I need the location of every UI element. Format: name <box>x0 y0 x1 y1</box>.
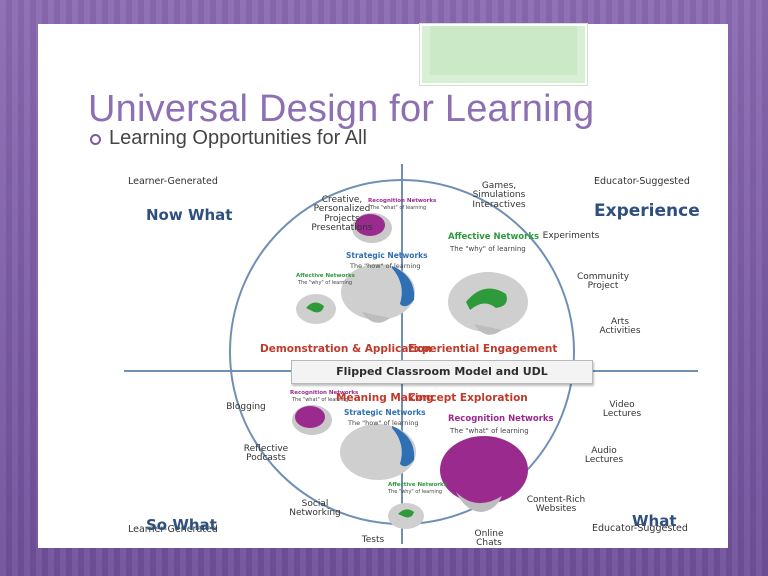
network-label-bl-affective: Affective Networks <box>388 482 447 488</box>
network-label-bl-strategic: Strategic Networks <box>344 408 426 417</box>
slide-title: Universal Design for Learning <box>88 88 595 130</box>
slide: Universal Design for Learning Learning O… <box>38 24 728 548</box>
corner-label-bottom-right: Educator-Suggested <box>592 523 688 534</box>
network-label-br-recognition: Recognition Networks <box>448 414 554 424</box>
bullet-item: Learning Opportunities for All <box>90 127 367 150</box>
activity-reflective-podcasts: Reflective Podcasts <box>243 444 289 464</box>
activity-experiments: Experiments <box>542 231 600 241</box>
activity-games: Games, Simulations Interactives <box>472 181 526 210</box>
network-sub-bl-recognition: The "what" of learning <box>292 397 349 403</box>
phase-experiential-engagement: Experiential Engagement <box>408 343 558 355</box>
activity-blogging: Blogging <box>226 402 266 412</box>
activity-arts: Arts Activities <box>599 317 641 337</box>
brain-icon-tl-strategic <box>341 264 415 323</box>
decorative-green-box <box>420 24 587 85</box>
network-sub-bl-affective: The "why" of learning <box>388 489 443 495</box>
slide-subtitle: Learning Opportunities for All <box>109 127 367 149</box>
activity-online-chats: Online Chats <box>474 529 504 549</box>
quadrant-experience: Experience <box>594 201 700 221</box>
network-label-tl-strategic: Strategic Networks <box>346 251 428 260</box>
network-sub-tl-recognition: The "what" of learning <box>370 205 427 211</box>
center-band-flipped-classroom: Flipped Classroom Model and UDL <box>291 360 593 384</box>
phase-demonstration-application: Demonstration & Application <box>260 343 432 355</box>
corner-label-bottom-left: Learner-Generated <box>128 524 218 535</box>
brain-icon-tl-affective <box>296 294 336 324</box>
activity-creative-projects: Creative, Personalized Projects Presenta… <box>311 195 373 234</box>
diagram-graphics <box>124 164 698 544</box>
activity-content-websites: Content-Rich Websites <box>526 495 586 515</box>
phase-meaning-making: Meaning Making <box>336 392 434 404</box>
network-label-tr-affective: Affective Networks <box>448 232 540 242</box>
network-sub-tl-strategic: The "how" of learning <box>350 262 421 270</box>
network-label-tl-recognition: Recognition Networks <box>368 198 437 204</box>
udl-diagram: Learner-Generated Educator-Suggested Lea… <box>116 152 706 548</box>
corner-label-top-right: Educator-Suggested <box>594 176 690 187</box>
activity-social-networking: Social Networking <box>289 499 341 519</box>
network-sub-bl-strategic: The "how" of learning <box>348 419 419 427</box>
network-label-tl-affective: Affective Networks <box>296 273 355 279</box>
activity-audio-lectures: Audio Lectures <box>584 446 624 466</box>
brain-icon-tl-recognition <box>352 213 392 243</box>
activity-tests: Tests <box>361 535 385 545</box>
corner-label-top-left: Learner-Generated <box>128 176 218 187</box>
ring-bullet-icon <box>90 133 101 145</box>
brain-icon-bl-recognition <box>292 405 332 435</box>
brain-icon-tr-affective <box>448 272 528 335</box>
activity-community-project: Community Project <box>576 272 630 292</box>
brain-icon-bl-affective <box>388 503 424 529</box>
quadrant-what: What <box>632 512 677 530</box>
quadrant-so-what: So What <box>146 516 217 534</box>
network-sub-br-recognition: The "what" of learning <box>450 427 529 435</box>
quadrant-now-what: Now What <box>146 206 233 224</box>
activity-video-lectures: Video Lectures <box>602 400 642 420</box>
phase-concept-exploration: Concept Exploration <box>408 392 528 404</box>
network-sub-tr-affective: The "why" of learning <box>450 245 526 253</box>
network-sub-tl-affective: The "why" of learning <box>298 280 353 286</box>
network-label-bl-recognition: Recognition Networks <box>290 390 359 396</box>
brain-icon-bl-strategic <box>340 424 416 480</box>
brain-icon-br-recognition <box>440 436 528 512</box>
